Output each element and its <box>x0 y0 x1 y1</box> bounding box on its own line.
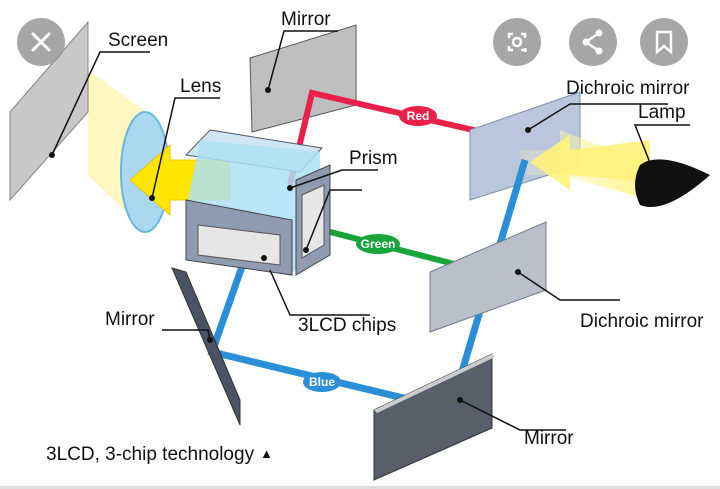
red-label: Red <box>399 106 437 126</box>
svg-text:Red: Red <box>407 109 430 123</box>
leader-dots <box>49 87 663 403</box>
lens-search-button[interactable] <box>493 18 541 66</box>
close-button[interactable] <box>17 18 65 66</box>
svg-text:Green: Green <box>361 237 396 251</box>
caption: 3LCD, 3-chip technology ▲ <box>46 444 273 466</box>
label-dichroic-bottom: Dichroic mirror <box>580 311 704 332</box>
lcd-chip-front-inner <box>197 224 281 266</box>
mirror-top <box>249 24 357 133</box>
dichroic-mirror-bottom <box>429 221 547 333</box>
share-icon <box>582 29 603 55</box>
lcd-chip-side-inner <box>301 184 325 259</box>
lens-search-icon <box>507 32 527 52</box>
caption-text: 3LCD, 3-chip technology <box>46 444 255 465</box>
mirror-left <box>171 267 241 426</box>
leader-lines <box>51 30 690 431</box>
label-dichroic-top: Dichroic mirror <box>566 78 690 99</box>
green-label: Green <box>356 234 400 254</box>
label-3lcd-chips: 3LCD chips <box>298 315 396 336</box>
label-mirror-top: Mirror <box>281 9 331 30</box>
blue-label: Blue <box>303 372 341 392</box>
label-lens: Lens <box>180 76 221 97</box>
bottom-divider <box>0 486 720 489</box>
label-mirror-bottom: Mirror <box>524 428 574 449</box>
label-mirror-left: Mirror <box>105 309 155 330</box>
close-icon <box>31 32 51 52</box>
lamp <box>635 159 710 207</box>
triangle-up-icon: ▲ <box>260 446 273 461</box>
light-arrow-to-dichroic <box>530 135 650 190</box>
bookmark-button[interactable] <box>640 18 688 66</box>
svg-text:Blue: Blue <box>309 375 335 389</box>
share-button[interactable] <box>569 18 617 66</box>
bookmark-icon <box>655 30 673 55</box>
label-screen: Screen <box>108 30 168 51</box>
label-lamp: Lamp <box>638 102 686 123</box>
mirror-bottom <box>373 353 493 481</box>
label-prism: Prism <box>349 148 398 169</box>
